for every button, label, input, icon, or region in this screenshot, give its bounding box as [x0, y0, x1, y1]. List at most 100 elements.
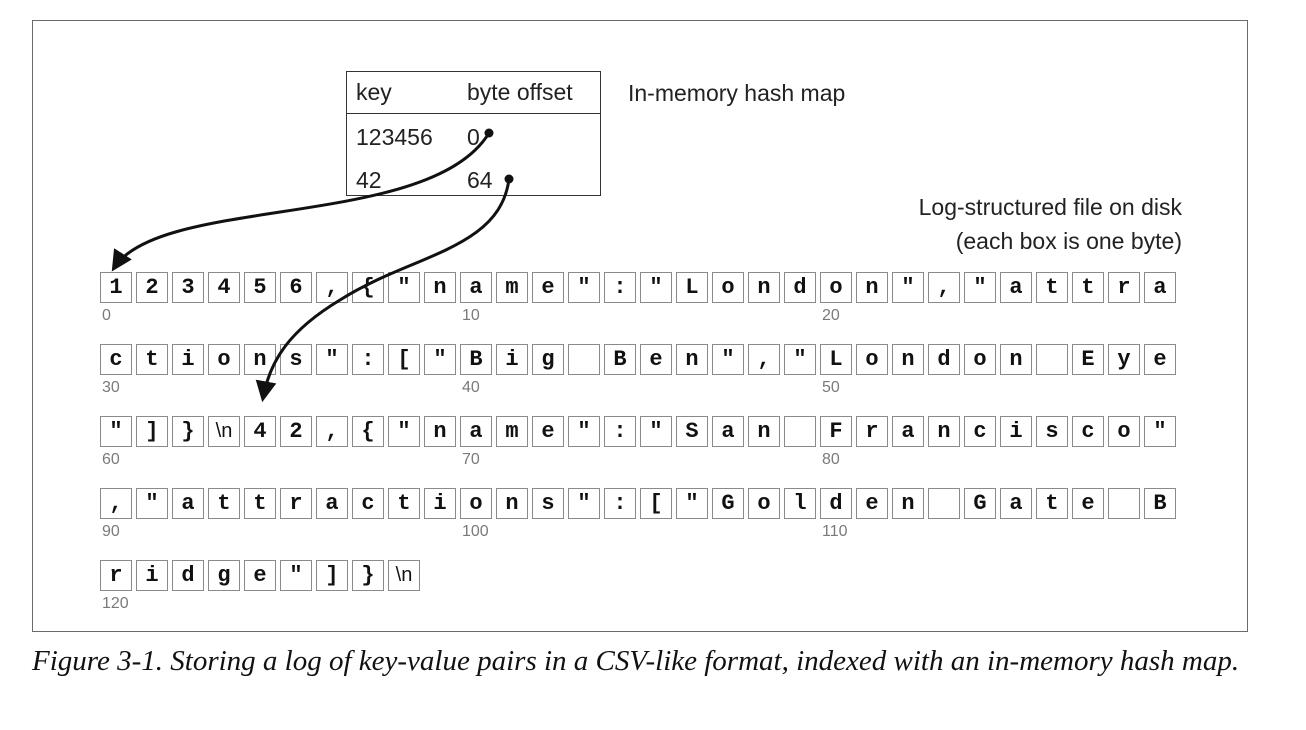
byte-cell: r	[856, 416, 888, 447]
byte-cell: ,	[928, 272, 960, 303]
byte-cell: ,	[100, 488, 132, 519]
pointer-arrow-offset-0	[111, 132, 491, 272]
byte-cell: r	[280, 488, 312, 519]
byte-offset-label: 90	[102, 523, 120, 540]
byte-cell: i	[172, 344, 204, 375]
byte-cell: \n	[388, 560, 420, 591]
hash-map-table: key byte offset 123456 0 42 64	[346, 71, 601, 196]
byte-cell: G	[964, 488, 996, 519]
byte-cell: o	[208, 344, 240, 375]
byte-cell: n	[892, 344, 924, 375]
byte-offset-label: 30	[102, 379, 120, 396]
byte-cell: "	[280, 560, 312, 591]
byte-cell: "	[136, 488, 168, 519]
byte-cell: B	[460, 344, 492, 375]
hash-map-row-offset: 64	[467, 167, 493, 193]
hash-map-row-key: 123456	[356, 124, 433, 150]
byte-cell: 2	[136, 272, 168, 303]
hash-map-header	[347, 72, 600, 114]
byte-cell: c	[100, 344, 132, 375]
byte-cell: }	[352, 560, 384, 591]
byte-cell: a	[172, 488, 204, 519]
byte-cell	[784, 416, 816, 447]
byte-cell: o	[748, 488, 780, 519]
byte-cell: o	[856, 344, 888, 375]
log-file-sublabel: (each box is one byte)	[955, 228, 1182, 254]
byte-cell: 1	[100, 272, 132, 303]
byte-cell: t	[136, 344, 168, 375]
byte-offset-label: 40	[462, 379, 480, 396]
byte-cell: "	[640, 416, 672, 447]
byte-cell: [	[640, 488, 672, 519]
byte-cell: o	[964, 344, 996, 375]
byte-cell: "	[388, 416, 420, 447]
byte-cell: o	[712, 272, 744, 303]
byte-cell: e	[1144, 344, 1176, 375]
byte-cell: a	[460, 272, 492, 303]
byte-cell: o	[820, 272, 852, 303]
byte-cell: n	[892, 488, 924, 519]
byte-cell: m	[496, 416, 528, 447]
byte-cell: y	[1108, 344, 1140, 375]
byte-offset-label: 80	[822, 451, 840, 468]
byte-offset-label: 20	[822, 307, 840, 324]
hash-map-col-offset: byte offset	[467, 79, 573, 105]
byte-cell: r	[1108, 272, 1140, 303]
byte-cell: d	[784, 272, 816, 303]
byte-cell: s	[280, 344, 312, 375]
byte-cell: n	[1000, 344, 1032, 375]
byte-cell: :	[604, 272, 636, 303]
byte-cell: d	[820, 488, 852, 519]
byte-cell: g	[532, 344, 564, 375]
byte-cell: S	[676, 416, 708, 447]
byte-cell: B	[604, 344, 636, 375]
byte-cell: "	[388, 272, 420, 303]
byte-cell: i	[424, 488, 456, 519]
byte-cell: ]	[136, 416, 168, 447]
byte-cell: "	[100, 416, 132, 447]
byte-cell: [	[388, 344, 420, 375]
byte-cell: a	[1000, 488, 1032, 519]
byte-cell: t	[388, 488, 420, 519]
byte-cell: E	[1072, 344, 1104, 375]
byte-cell: i	[496, 344, 528, 375]
byte-cell: e	[532, 416, 564, 447]
byte-cell: l	[784, 488, 816, 519]
byte-cell: 5	[244, 272, 276, 303]
byte-cell: "	[712, 344, 744, 375]
byte-cell: o	[1108, 416, 1140, 447]
byte-offset-label: 100	[462, 523, 489, 540]
byte-cell: {	[352, 416, 384, 447]
byte-cell: a	[1144, 272, 1176, 303]
byte-cell: "	[676, 488, 708, 519]
byte-cell: "	[892, 272, 924, 303]
byte-cell: ,	[316, 272, 348, 303]
byte-cell: t	[244, 488, 276, 519]
byte-offset-label: 10	[462, 307, 480, 324]
byte-cell: n	[424, 272, 456, 303]
byte-cell: 4	[208, 272, 240, 303]
byte-cell: e	[532, 272, 564, 303]
byte-cell: t	[208, 488, 240, 519]
byte-cell: \n	[208, 416, 240, 447]
byte-offset-label: 70	[462, 451, 480, 468]
byte-offset-label: 110	[822, 523, 848, 540]
byte-cell: t	[1036, 272, 1068, 303]
byte-cell: m	[496, 272, 528, 303]
byte-cell: G	[712, 488, 744, 519]
byte-cell: a	[460, 416, 492, 447]
byte-cell: "	[568, 488, 600, 519]
byte-cell: s	[532, 488, 564, 519]
byte-cell: "	[424, 344, 456, 375]
byte-cell: 4	[244, 416, 276, 447]
byte-cell: e	[640, 344, 672, 375]
byte-cell: e	[1072, 488, 1104, 519]
byte-cell: c	[352, 488, 384, 519]
byte-cell: "	[568, 416, 600, 447]
byte-offset-label: 0	[102, 307, 111, 324]
hash-map-row-offset: 0	[467, 124, 480, 150]
byte-cell: d	[928, 344, 960, 375]
byte-cell: 2	[280, 416, 312, 447]
byte-cell	[928, 488, 960, 519]
byte-cell: t	[1072, 272, 1104, 303]
